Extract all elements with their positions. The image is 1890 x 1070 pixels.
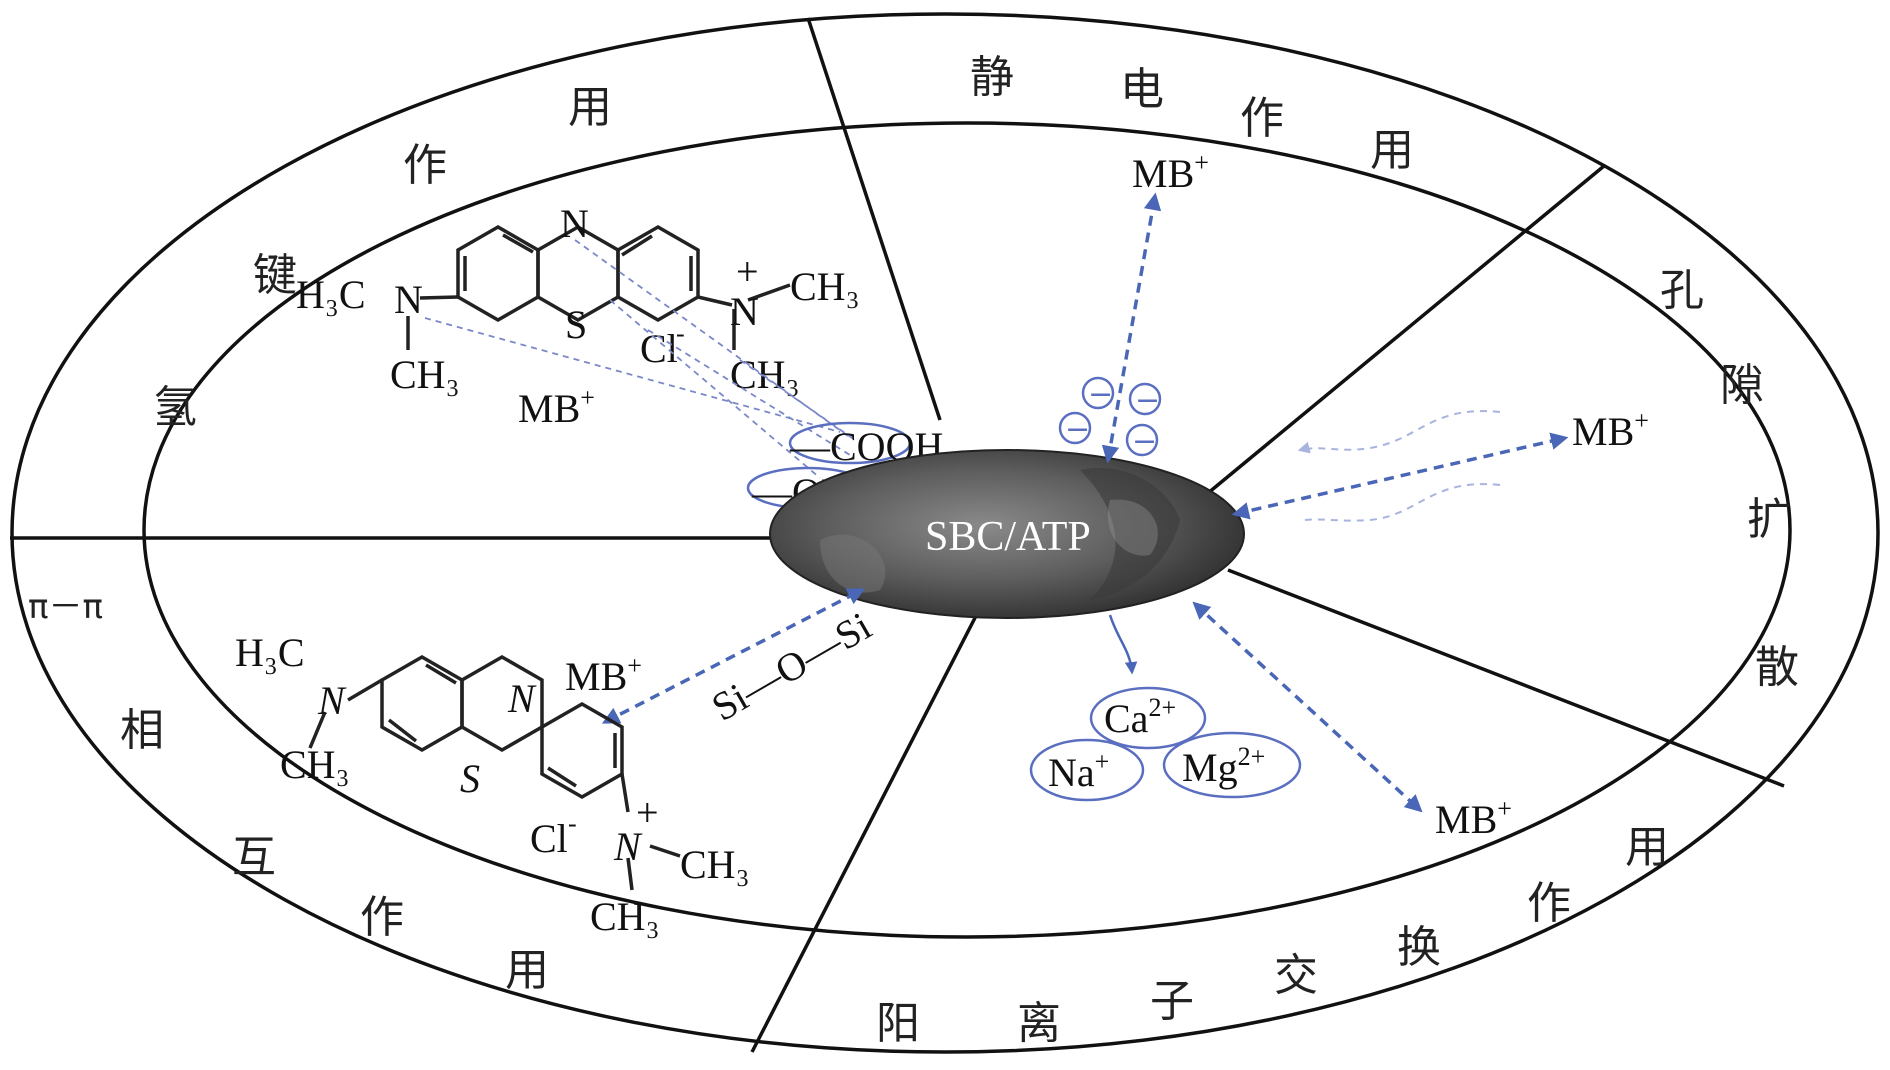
pore-diffusion-char-3: 扩	[1747, 494, 1791, 545]
electrostatic-char-1: 静	[970, 52, 1014, 103]
ch3-lower-left: CH₃	[280, 742, 350, 787]
pi-pi-char-4: 用	[505, 945, 549, 996]
pore-diffusion-arrows	[1231, 410, 1569, 522]
ch3-upper-right-1: CH₃	[790, 264, 860, 309]
hydrogen-bond-char-1: 氢	[153, 382, 197, 433]
ring-sulfur-upper: S	[565, 302, 587, 347]
divider-upper-right	[1194, 164, 1606, 505]
mb-label-pi: MB+	[565, 651, 642, 699]
si-o-si-label: Si—O—Si	[704, 603, 879, 730]
h3c-upper: H₃C	[296, 272, 366, 317]
ion-exchange-char-3: 子	[1150, 976, 1194, 1027]
outer-ring	[10, 12, 1880, 1054]
divider-lower-right	[1227, 568, 1785, 788]
methylene-blue-molecule-upper: N S H₃C N CH₃ N + CH₃ CH₃ Cl -	[296, 201, 860, 397]
ion-exchange-char-4: 交	[1274, 950, 1318, 1001]
electrostatic-label: 静 电 作 用	[970, 52, 1414, 176]
ring-nitrogen-upper: N	[560, 201, 589, 246]
ch3-lower-right-1: CH₃	[680, 842, 750, 887]
mb-label-electrostatic: MB+	[1132, 148, 1209, 196]
cation-na: Na+	[1029, 738, 1145, 802]
ion-exchange-char-6: 作	[1527, 878, 1571, 929]
sbc-atp-particle: SBC/ATP	[769, 449, 1245, 619]
chloride-upper: Cl	[640, 326, 678, 371]
chloride-lower: Cl	[530, 816, 568, 861]
mb-label-pore: MB+	[1572, 406, 1649, 454]
ion-exchange-char-2: 离	[1017, 998, 1061, 1049]
pi-pi-arrow	[601, 588, 866, 724]
minus-1: −	[1088, 377, 1113, 412]
pi-pi-symbol: π－π	[28, 587, 103, 627]
cation-ca: Ca2+	[1089, 686, 1207, 750]
cation-na-label: Na+	[1048, 747, 1109, 795]
ion-exchange-label: 阳 离 子 交 换 作 用	[876, 822, 1669, 1049]
nitrogen-plus-upper: +	[736, 249, 759, 294]
ion-exchange-char-5: 换	[1397, 922, 1441, 973]
inner-ring	[142, 121, 1792, 939]
ion-exchange-char-1: 阳	[876, 998, 920, 1049]
pi-pi-char-2: 互	[232, 832, 276, 883]
chloride-charge-lower: -	[568, 809, 577, 838]
minus-4: −	[1132, 424, 1157, 459]
chloride-charge-upper: -	[676, 319, 685, 348]
ch3-lower-right-2: CH₃	[590, 894, 660, 939]
hydrogen-bond-char-2: 键	[253, 250, 297, 301]
cation-ca-label: Ca2+	[1104, 693, 1176, 741]
hydrogen-bond-links	[424, 239, 856, 479]
cation-mg: Mg2+	[1162, 731, 1302, 799]
ion-exchange-char-7: 用	[1625, 822, 1669, 873]
mb-label-ion-exchange: MB+	[1435, 794, 1512, 842]
hydrogen-bond-char-4: 用	[568, 82, 612, 133]
hydrogen-bond-char-3: 作	[403, 140, 447, 191]
divider-top	[806, 17, 942, 421]
pore-diffusion-char-2: 隙	[1720, 360, 1764, 411]
minus-2: −	[1135, 383, 1160, 418]
electrostatic-arrow	[1101, 192, 1162, 464]
cationic-nitrogen-upper: N	[730, 289, 759, 334]
pore-diffusion-label: 孔 隙 扩 散	[1660, 265, 1799, 693]
electrostatic-char-3: 作	[1240, 93, 1284, 144]
pore-diffusion-char-1: 孔	[1660, 265, 1704, 316]
hydrogen-bond-label: 氢 键 作 用	[153, 82, 612, 433]
mb-label-hbond: MB+	[518, 383, 595, 431]
h3c-lower: H₃C	[235, 630, 305, 675]
cationic-nitrogen-lower: N	[613, 824, 643, 869]
pore-diffusion-char-4: 散	[1755, 642, 1799, 693]
amine-nitrogen-lower: N	[317, 678, 347, 723]
cooh-oval	[788, 421, 912, 465]
amine-nitrogen-upper: N	[394, 277, 423, 322]
cation-release-arrow	[1108, 614, 1138, 675]
methylene-blue-molecule-lower: N S H₃C N CH₃ N + CH₃ CH₃ Cl -	[235, 630, 750, 939]
electrostatic-char-4: 用	[1370, 125, 1414, 176]
nitrogen-plus-lower: +	[636, 790, 659, 835]
ch3-upper-left: CH₃	[390, 352, 460, 397]
negative-charges: − − − −	[1058, 376, 1162, 459]
ch3-upper-right-2: CH₃	[730, 352, 800, 397]
pi-pi-char-3: 作	[360, 892, 404, 943]
minus-3: −	[1065, 412, 1090, 447]
pi-pi-label: π－π 相 互 作 用	[28, 587, 549, 996]
ring-sulfur-lower: S	[460, 756, 480, 801]
pi-pi-char-1: 相	[120, 705, 164, 756]
cation-mg-label: Mg2+	[1182, 742, 1265, 790]
ring-nitrogen-lower: N	[507, 676, 537, 721]
center-label: SBC/ATP	[925, 514, 1091, 560]
electrostatic-char-2: 电	[1120, 64, 1164, 115]
divider-bottom	[750, 611, 980, 1053]
